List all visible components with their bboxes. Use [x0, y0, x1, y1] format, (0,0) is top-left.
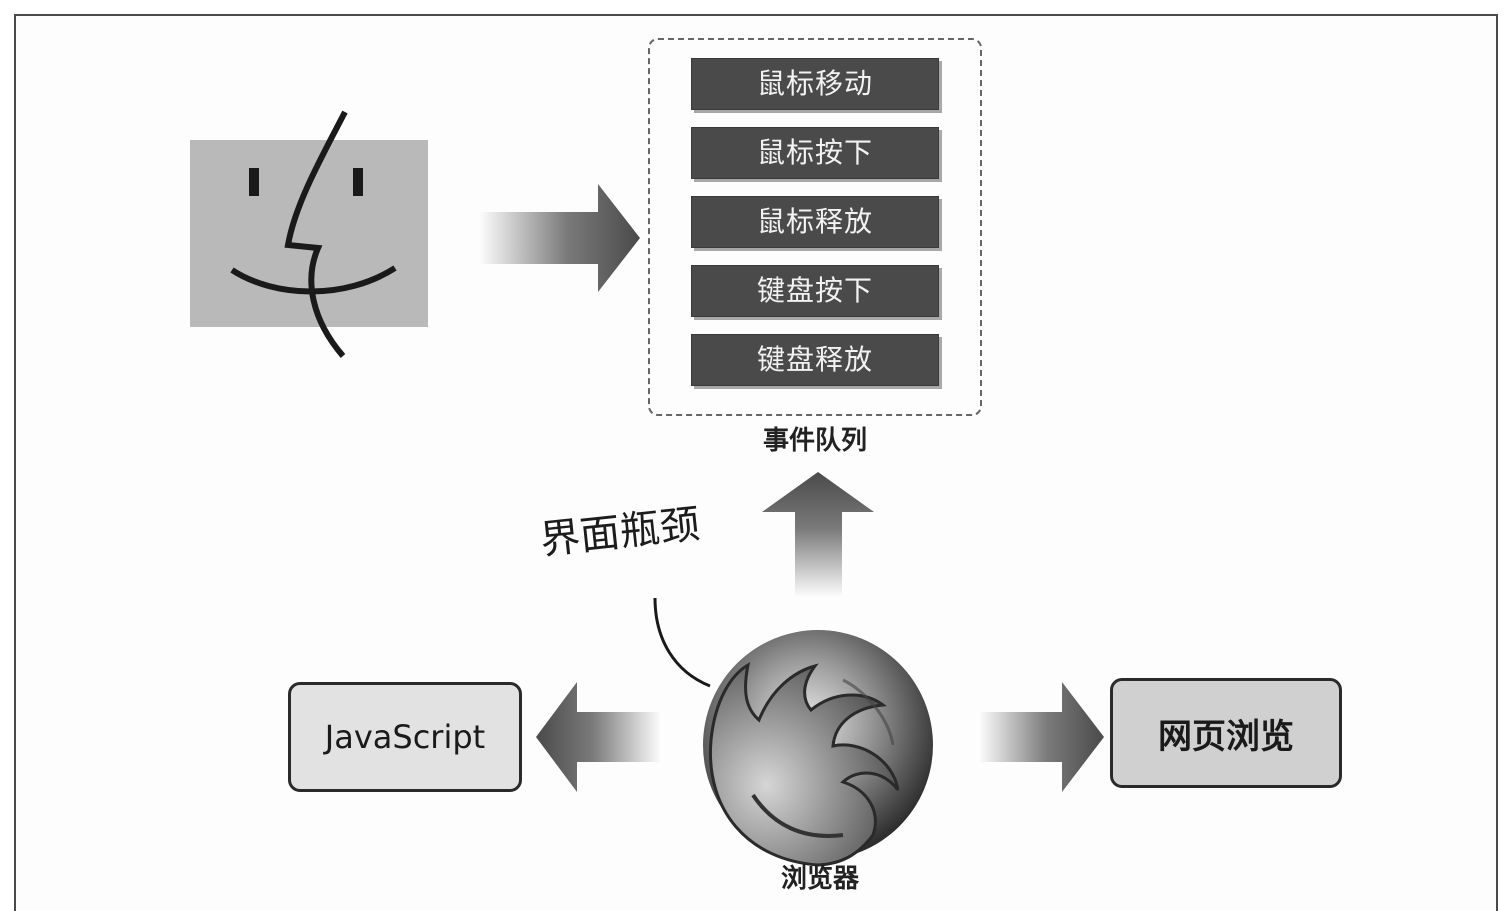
javascript-box: JavaScript — [288, 682, 522, 792]
browser-label: 浏览器 — [780, 864, 859, 894]
event-key-up: 键盘释放 — [691, 334, 939, 386]
web-browsing-box: 网页浏览 — [1110, 678, 1342, 788]
bottleneck-pointer — [653, 597, 711, 688]
event-queue-label: 事件队列 — [762, 426, 867, 456]
javascript-label: JavaScript — [324, 718, 486, 756]
browser-globe-icon — [693, 620, 943, 870]
event-key-down: 键盘按下 — [691, 265, 939, 317]
web-browsing-label: 网页浏览 — [1158, 716, 1294, 757]
event-mouse-move: 鼠标移动 — [691, 58, 939, 110]
arrow-browser-to-web — [978, 682, 1104, 792]
event-mouse-up: 鼠标释放 — [691, 196, 939, 248]
finder-icon — [190, 110, 428, 358]
event-mouse-down: 鼠标按下 — [691, 127, 939, 179]
arrow-browser-to-javascript — [536, 682, 662, 792]
event-queue-box — [648, 38, 982, 416]
arrow-browser-to-queue — [762, 472, 874, 598]
arrow-finder-to-queue — [478, 184, 640, 292]
